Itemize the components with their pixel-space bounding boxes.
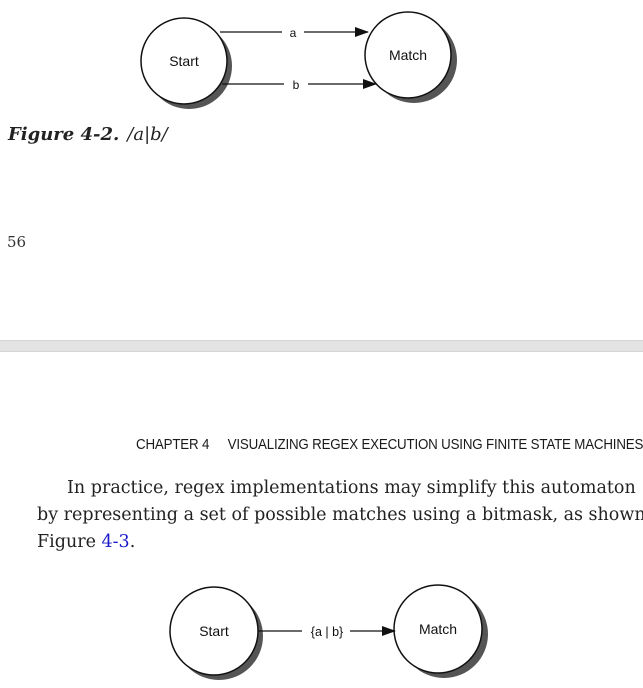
paragraph-line-3: Figure 4-3. (37, 529, 617, 556)
figure-4-2-diagram: Start Match a b (140, 11, 457, 109)
running-header-chapter: CHAPTER 4 (136, 437, 210, 453)
page-number: 56 (7, 233, 27, 251)
edge-b-label: b (293, 78, 300, 92)
figure-4-3-diagram: Start Match {a | b} (169, 584, 488, 680)
edge-a-label: a (290, 26, 297, 40)
page-separator (0, 340, 643, 352)
figure-4-3-link[interactable]: 4-3 (101, 532, 130, 552)
match-node-label: Match (389, 47, 427, 63)
edge-ab-label: {a | b} (311, 625, 343, 639)
paragraph-line-3-prefix: Figure (37, 532, 102, 552)
body-paragraph: In practice, regex implementations may s… (37, 475, 643, 556)
figure-caption-label: Figure 4-2. (8, 124, 120, 145)
running-header-title: VISUALIZING REGEX EXECUTION USING FINITE… (227, 437, 643, 453)
start-node (140, 17, 228, 105)
start-node-label: Start (169, 53, 199, 69)
figure-caption: Figure 4-2. /a|b/ (8, 124, 168, 145)
paragraph-line-3-suffix: . (129, 532, 136, 552)
running-header: CHAPTER 4 VISUALIZING REGEX EXECUTION USI… (136, 437, 643, 453)
paragraph-line-2: by representing a set of possible matche… (37, 505, 643, 525)
start-node-label-2: Start (199, 623, 229, 639)
figure-caption-text: /a|b/ (127, 124, 168, 145)
match-node (364, 11, 452, 99)
paragraph-line-1: In practice, regex implementations may s… (67, 478, 636, 498)
match-node-label-2: Match (419, 621, 457, 637)
